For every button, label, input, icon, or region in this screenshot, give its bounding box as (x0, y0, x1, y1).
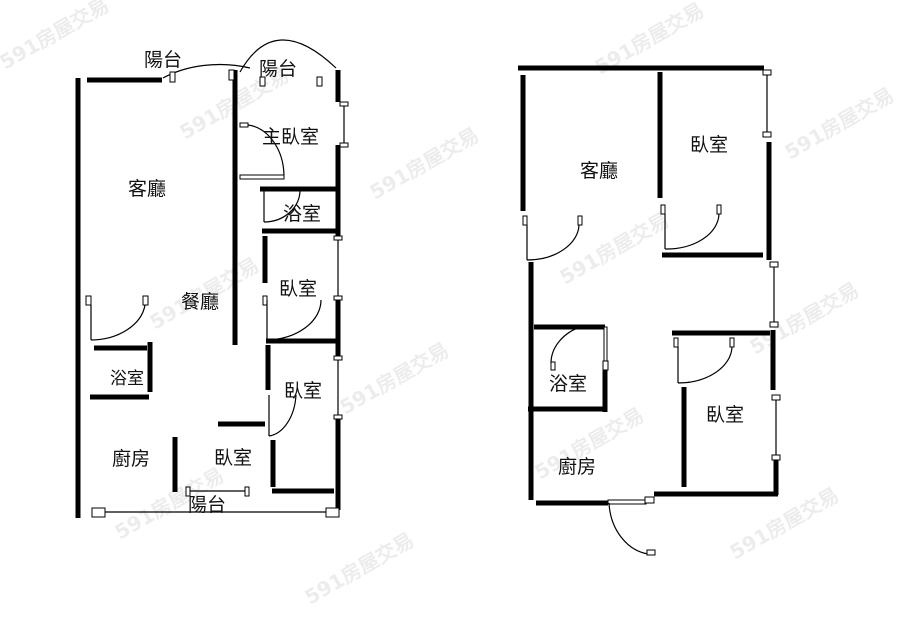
window-marker (339, 101, 349, 107)
window-marker (333, 414, 343, 420)
window-marker (259, 76, 266, 87)
railing-post (91, 507, 106, 518)
balcony-arc (239, 39, 337, 73)
watermark: 591房屋交易 (556, 208, 673, 290)
window-marker (771, 454, 781, 461)
door-hinge (644, 496, 655, 504)
window-marker (769, 261, 779, 268)
label-dining-room: 餐廳 (181, 291, 219, 313)
door-swing (550, 325, 584, 365)
window-marker (333, 235, 343, 241)
door-hinge (577, 215, 583, 226)
label-master-bedroom: 主臥室 (262, 126, 319, 148)
label-balcony: 陽台 (259, 58, 297, 80)
window-marker (244, 486, 250, 497)
door-hinge (646, 549, 656, 556)
door-hinge (239, 122, 249, 128)
window-marker (169, 71, 176, 83)
label-bathroom: 浴室 (549, 373, 587, 395)
door-swing (608, 502, 649, 555)
label-bedroom: 臥室 (214, 447, 252, 469)
door-swing (677, 346, 733, 384)
railing-post (325, 507, 340, 518)
label-balcony: 陽台 (144, 49, 182, 71)
door-hinge (142, 295, 149, 306)
window-marker (316, 76, 323, 87)
window-marker (762, 69, 772, 76)
floor-plan-right (518, 65, 781, 556)
label-living-room: 客廳 (580, 160, 618, 182)
window-marker (228, 69, 235, 81)
door-hinge (550, 361, 556, 371)
door-hinge (602, 360, 609, 371)
window-marker (333, 295, 343, 301)
window-marker (333, 355, 343, 361)
door-hinge (85, 295, 92, 306)
label-living-room: 客廳 (128, 178, 166, 200)
label-bathroom: 浴室 (110, 369, 144, 389)
door-hinge (522, 215, 528, 226)
label-kitchen: 廚房 (112, 447, 150, 470)
floor-plan-left (75, 39, 349, 518)
door-swing (247, 124, 285, 176)
door-hinge (716, 204, 722, 215)
label-bathroom: 浴室 (283, 203, 321, 225)
label-kitchen: 廚房 (558, 455, 596, 478)
label-bedroom: 臥室 (284, 380, 322, 402)
door-leaf (607, 499, 647, 505)
door-hinge (673, 337, 679, 348)
watermark: 591房屋交易 (746, 278, 863, 360)
label-bedroom: 臥室 (706, 404, 744, 426)
door-swing (526, 224, 580, 261)
window-marker (762, 131, 772, 138)
watermark: 591房屋交易 (781, 83, 898, 165)
watermark: 591房屋交易 (0, 0, 113, 74)
label-bedroom: 臥室 (690, 134, 728, 156)
watermarks: 591房屋交易 591房屋交易 591房屋交易 591房屋交易 591房屋交易 … (0, 0, 898, 609)
door-hinge (660, 204, 666, 215)
watermark: 591房屋交易 (336, 338, 453, 420)
door-swing (263, 189, 301, 223)
label-bedroom: 臥室 (279, 278, 317, 300)
watermark: 591房屋交易 (366, 123, 483, 205)
watermark: 591房屋交易 (301, 528, 418, 610)
window-marker (769, 321, 779, 328)
door-swing (266, 299, 322, 341)
door-swing (664, 213, 720, 250)
door-swing (90, 304, 146, 341)
label-balcony: 陽台 (188, 494, 226, 516)
door-leaf (603, 326, 608, 363)
door-hinge (729, 337, 735, 348)
door-swing (268, 394, 297, 437)
door-leaf (239, 174, 285, 180)
window-marker (339, 142, 349, 148)
window-marker (771, 394, 781, 401)
